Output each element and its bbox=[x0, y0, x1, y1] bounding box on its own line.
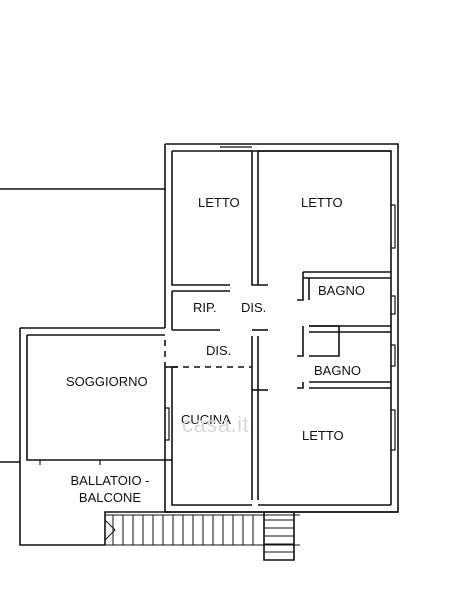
room-label-dis-1: DIS. bbox=[241, 300, 267, 315]
partition-left bbox=[251, 151, 268, 286]
room-label-rip: RIP. bbox=[193, 300, 217, 315]
letto1-walls bbox=[171, 151, 230, 286]
room-label-letto-3: LETTO bbox=[302, 428, 344, 443]
watermark-logo: casa.it bbox=[182, 412, 250, 437]
soggiorno-bottom bbox=[26, 335, 172, 461]
room-label-ballatoio-line1: BALLATOIO - bbox=[70, 473, 150, 488]
wing-left-outer bbox=[19, 328, 105, 546]
dashed-openings bbox=[164, 340, 252, 368]
cucina-walls bbox=[171, 367, 252, 506]
room-label-soggiorno: SOGGIORNO bbox=[66, 374, 148, 389]
room-label-letto-2: LETTO bbox=[301, 195, 343, 210]
windows bbox=[39, 146, 396, 465]
stairs bbox=[104, 514, 300, 553]
room-label-bagno-1: BAGNO bbox=[318, 283, 365, 298]
room-label-ballatoio-line2: BALCONE bbox=[78, 490, 142, 505]
room-label-bagno-2: BAGNO bbox=[314, 363, 361, 378]
room-label-dis-2: DIS. bbox=[206, 343, 232, 358]
room-label-letto-1: LETTO bbox=[198, 195, 240, 210]
room-label-cucina: CUCINA bbox=[181, 412, 231, 427]
